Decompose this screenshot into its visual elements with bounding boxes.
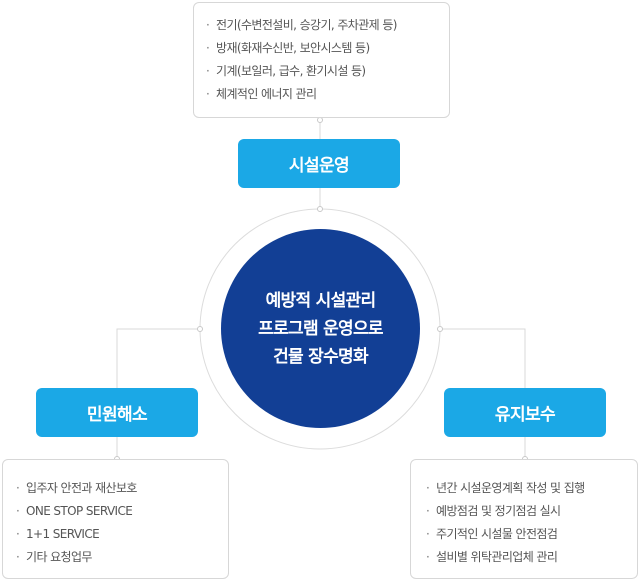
list-item: ONE STOP SERVICE <box>16 500 228 523</box>
list-item: 기계(보일러, 급수, 환기시설 등) <box>206 60 449 83</box>
facility-operation-label: 시설운영 <box>238 139 400 188</box>
node-dot <box>197 326 203 332</box>
list-item: 입주자 안전과 재산보호 <box>16 477 228 500</box>
list-item: 년간 시설운영계획 작성 및 집행 <box>426 477 637 500</box>
list-item: 1+1 SERVICE <box>16 523 228 546</box>
left-detail-box: 입주자 안전과 재산보호 ONE STOP SERVICE 1+1 SERVIC… <box>2 459 229 579</box>
node-dot <box>317 206 323 212</box>
list-item: 주기적인 시설물 안전점검 <box>426 523 637 546</box>
connector-left <box>116 328 200 388</box>
top-detail-box: 전기(수변전설비, 승강기, 주차관제 등) 방재(화재수신반, 보안시스템 등… <box>193 2 450 118</box>
center-circle: 예방적 시설관리 프로그램 운영으로 건물 장수명화 <box>221 229 420 428</box>
list-item: 체계적인 에너지 관리 <box>206 83 449 106</box>
list-item: 전기(수변전설비, 승강기, 주차관제 등) <box>206 14 449 37</box>
list-item: 예방점검 및 정기점검 실시 <box>426 500 637 523</box>
list-item: 기타 요청업무 <box>16 546 228 569</box>
node-dot <box>317 117 323 123</box>
right-detail-box: 년간 시설운영계획 작성 및 집행 예방점검 및 정기점검 실시 주기적인 시설… <box>410 459 638 579</box>
list-item: 설비별 위탁관리업체 관리 <box>426 546 637 569</box>
center-text-line: 프로그램 운영으로 <box>258 318 383 339</box>
complaint-resolution-label: 민원해소 <box>36 388 198 437</box>
center-text-line: 건물 장수명화 <box>273 346 369 367</box>
center-text-line: 예방적 시설관리 <box>265 290 377 311</box>
node-dot <box>437 326 443 332</box>
list-item: 방재(화재수신반, 보안시스템 등) <box>206 37 449 60</box>
maintenance-label: 유지보수 <box>444 388 606 437</box>
connector-right <box>440 328 526 388</box>
